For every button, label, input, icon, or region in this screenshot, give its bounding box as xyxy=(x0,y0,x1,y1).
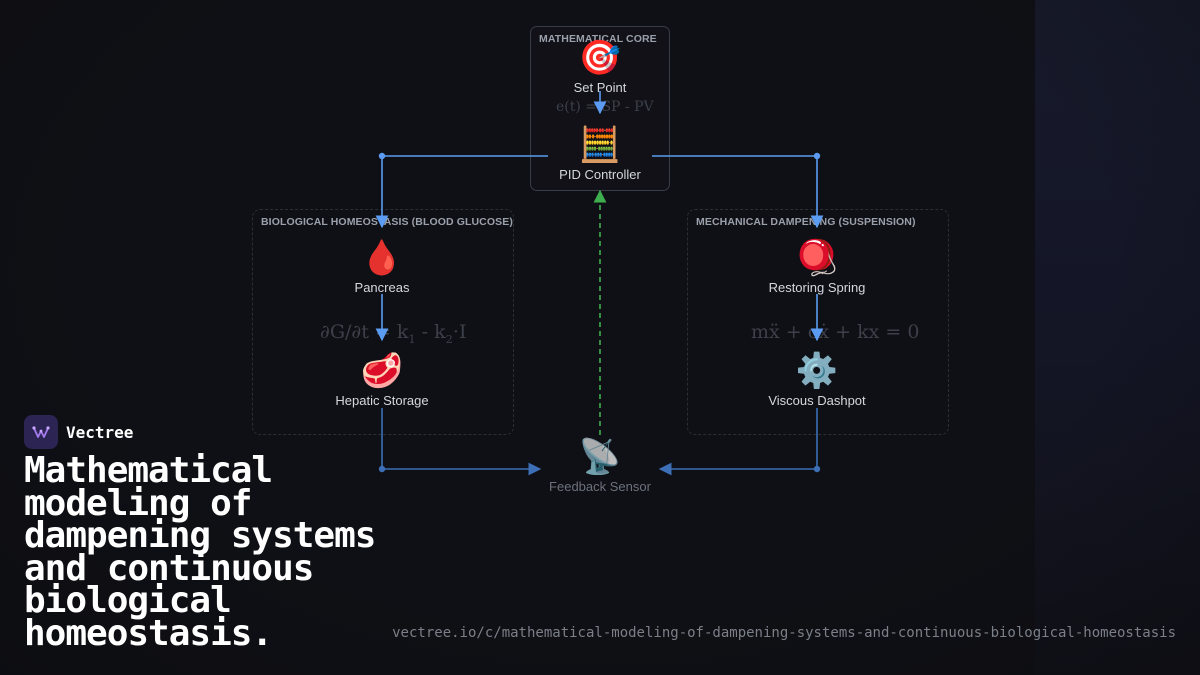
node-pancreas[interactable]: 🩸 Pancreas xyxy=(302,238,462,295)
target-icon: 🎯 xyxy=(578,38,622,78)
biological-group-box xyxy=(252,209,514,435)
mechanical-group-box xyxy=(687,209,949,435)
core-box xyxy=(530,26,670,191)
node-restoring-spring[interactable]: 🪀 Restoring Spring xyxy=(737,238,897,295)
node-hepatic-storage[interactable]: 🥩 Hepatic Storage xyxy=(302,351,462,408)
edge-dot xyxy=(378,152,386,160)
page-title: Mathematical modeling of dampening syste… xyxy=(24,450,376,654)
edge-dashpot-to-sensor xyxy=(658,408,818,476)
abacus-icon: 🧮 xyxy=(578,125,622,165)
yoyo-icon: 🪀 xyxy=(795,238,839,278)
page-url[interactable]: vectree.io/c/mathematical-modeling-of-da… xyxy=(392,625,1176,641)
node-label: Hepatic Storage xyxy=(335,393,429,408)
damping-formula: mẍ + cẋ + kx = 0 xyxy=(751,321,920,343)
node-pid-controller[interactable]: 🧮 PID Controller xyxy=(520,125,680,182)
node-label: Set Point xyxy=(573,80,627,95)
node-label: PID Controller xyxy=(559,167,641,182)
node-viscous-dashpot[interactable]: ⚙️ Viscous Dashpot xyxy=(737,351,897,408)
blood-drop-icon: 🩸 xyxy=(360,238,404,278)
edge-dot xyxy=(378,465,386,473)
meat-icon: 🥩 xyxy=(360,351,404,391)
gear-icon: ⚙️ xyxy=(795,351,839,391)
logo-mark xyxy=(32,426,50,438)
node-set-point[interactable]: 🎯 Set Point xyxy=(520,38,680,95)
node-label: Pancreas xyxy=(354,280,410,295)
vectree-logo-icon xyxy=(24,415,58,449)
node-label: Restoring Spring xyxy=(768,280,866,295)
mechanical-title: MECHANICAL DAMPENING (SUSPENSION) xyxy=(696,216,916,228)
node-label: Feedback Sensor xyxy=(549,479,651,494)
node-label: Viscous Dashpot xyxy=(768,393,866,408)
brand[interactable]: Vectree xyxy=(24,415,133,449)
edge-dot xyxy=(813,465,821,473)
satellite-dish-icon: 📡 xyxy=(578,437,622,477)
edge-dot xyxy=(813,152,821,160)
brand-name: Vectree xyxy=(66,422,134,442)
core-title: MATHEMATICAL CORE xyxy=(539,33,657,45)
node-feedback-sensor[interactable]: 📡 Feedback Sensor xyxy=(520,437,680,494)
